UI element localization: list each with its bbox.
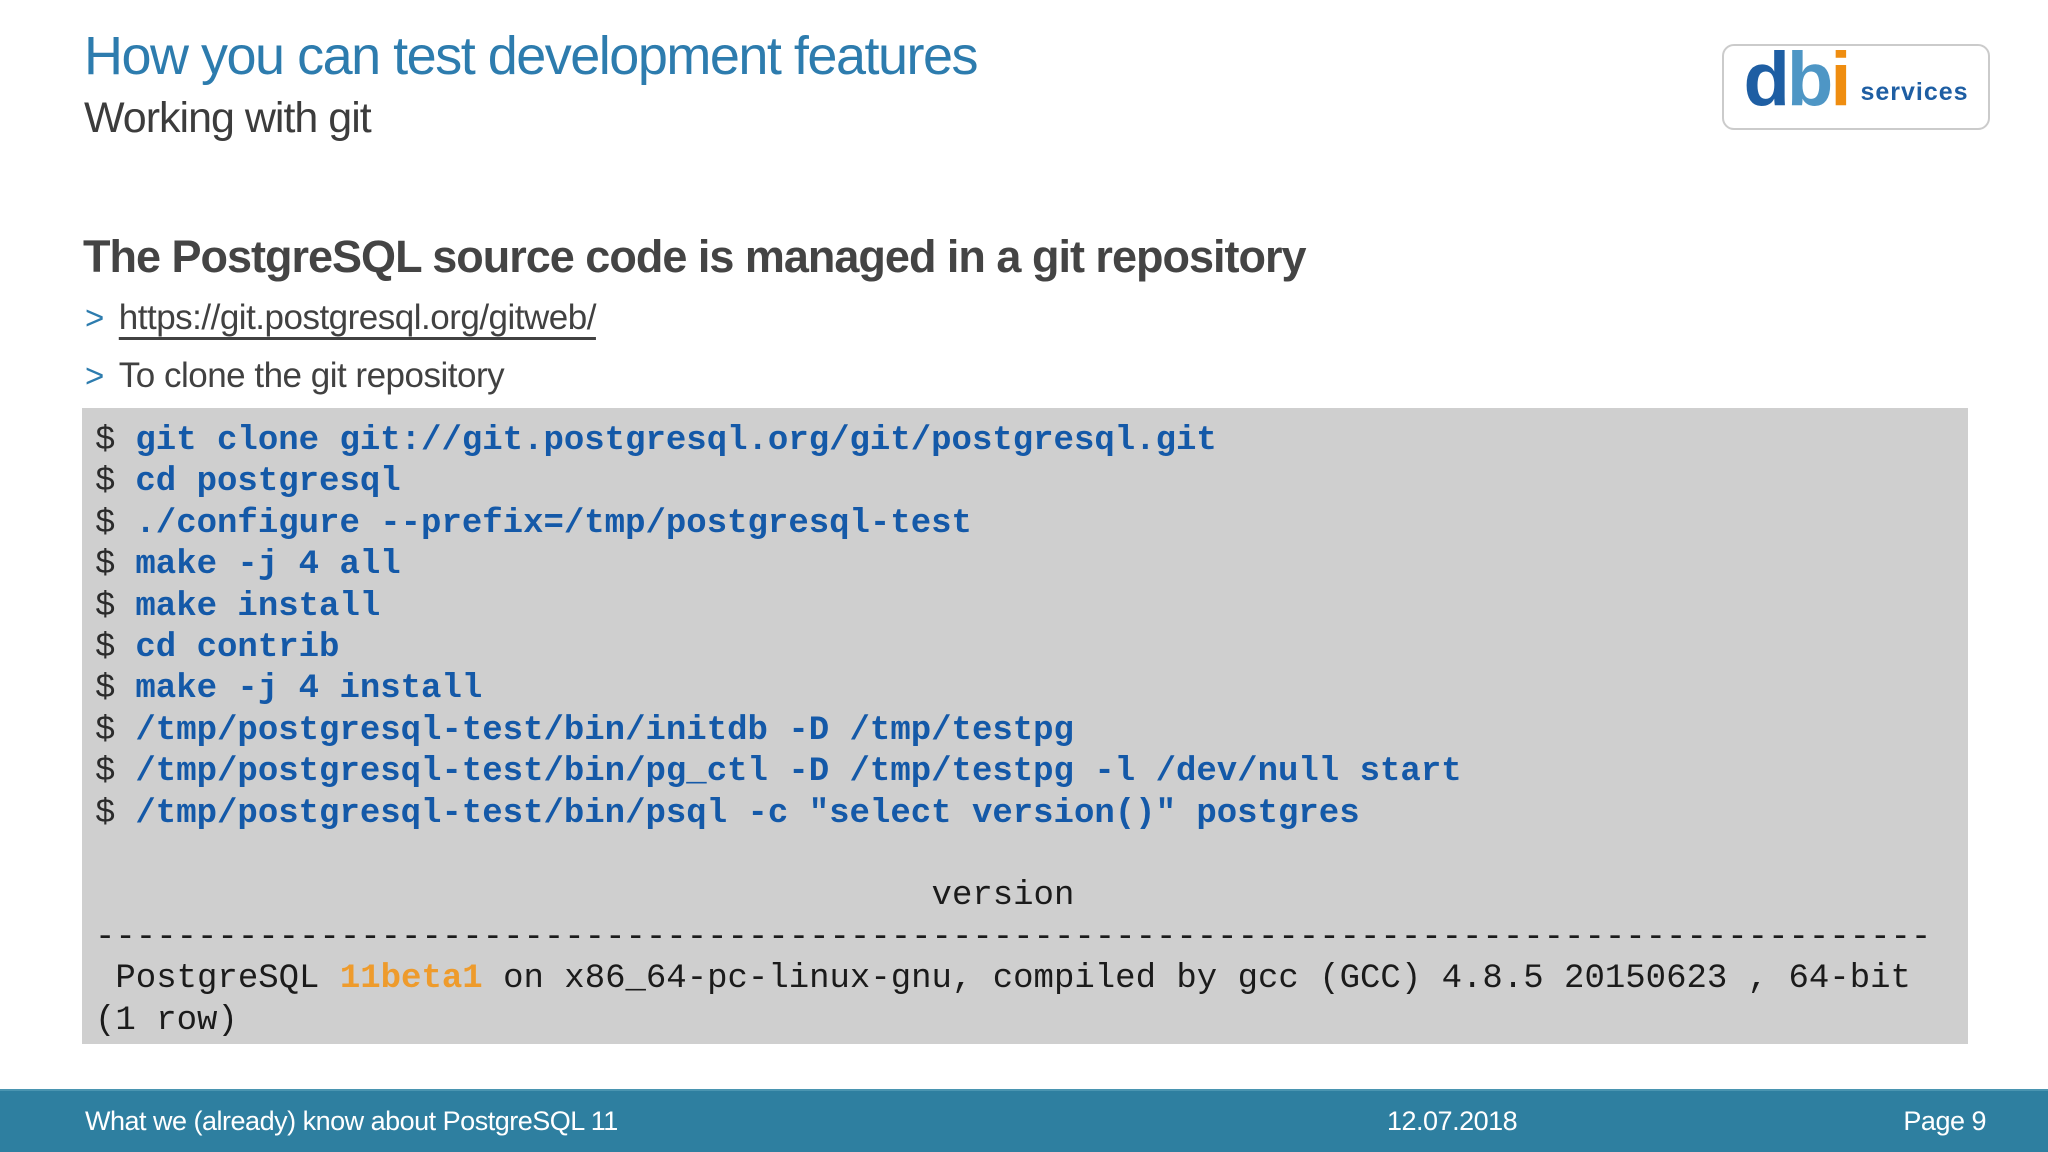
bullet-chevron-icon: >	[85, 357, 104, 394]
logo-letter-d: d	[1743, 37, 1789, 122]
result-version-highlight: 11beta1	[339, 960, 483, 999]
gitweb-link[interactable]: https://git.postgresql.org/gitweb/	[118, 298, 597, 337]
section-heading: The PostgreSQL source code is managed in…	[83, 231, 1306, 282]
command-line: $ ./configure --prefix=/tmp/postgresql-te…	[95, 504, 1960, 545]
output-separator: ----------------------------------------…	[95, 918, 1932, 957]
bullet-text: To clone the git repository	[118, 356, 505, 395]
command-line: $ /tmp/postgresql-test/bin/initdb -D /tmp…	[95, 711, 1960, 752]
command-text: cd postgresql	[135, 463, 401, 502]
footer-presentation-title: What we (already) know about PostgreSQL …	[85, 1106, 618, 1136]
slide-title: How you can test development features	[84, 26, 979, 86]
footer-page-number: Page 9	[1903, 1106, 1986, 1136]
command-text: git clone git://git.postgresql.org/git/p…	[135, 422, 1217, 460]
footer-date: 12.07.2018	[1387, 1106, 1518, 1136]
command-line: $ make -j 4 all	[95, 545, 1960, 586]
logo-letter-i: i	[1830, 37, 1851, 122]
command-text: ./configure --prefix=/tmp/postgresql-tes…	[135, 504, 972, 543]
command-line: $ /tmp/postgresql-test/bin/psql -c "selec…	[95, 794, 1960, 835]
shell-prompt: $	[95, 753, 116, 792]
command-line: $ git clone git://git.postgresql.org/git/…	[95, 421, 1960, 462]
command-text: make install	[135, 587, 381, 626]
shell-prompt: $	[95, 546, 116, 585]
logo-dbi-wordmark: dbi	[1743, 42, 1851, 118]
dbi-services-logo: dbi services	[1722, 42, 1990, 130]
output-version-header: version	[95, 877, 1075, 916]
terminal-code-block: $ git clone git://git.postgresql.org/git/…	[82, 408, 1968, 1044]
command-text: make -j 4 install	[135, 670, 483, 709]
shell-prompt: $	[95, 587, 116, 626]
shell-prompt: $	[95, 711, 116, 750]
shell-prompt: $	[95, 794, 116, 833]
slide-subtitle: Working with git	[84, 94, 372, 142]
command-line: $ cd contrib	[95, 628, 1960, 669]
bullet-chevron-icon: >	[85, 299, 104, 336]
bullet-git-url: > https://git.postgresql.org/gitweb/	[85, 297, 596, 339]
command-text: /tmp/postgresql-test/bin/psql -c "select…	[135, 794, 1360, 833]
output-row-count: (1 row)	[95, 1001, 238, 1040]
command-line: $ /tmp/postgresql-test/bin/pg_ctl -D /tmp…	[95, 752, 1960, 793]
output-result-line: PostgreSQL 11beta1 on x86_64-pc-linux-gn…	[95, 959, 1960, 1000]
logo-letter-b: b	[1786, 37, 1833, 122]
shell-prompt: $	[95, 629, 116, 668]
command-line: $ make -j 4 install	[95, 669, 1960, 710]
result-prefix: PostgreSQL	[95, 960, 340, 999]
result-suffix: on x86_64-pc-linux-gnu, compiled by gcc …	[482, 960, 1911, 999]
command-text: make -j 4 all	[135, 546, 401, 585]
command-text: /tmp/postgresql-test/bin/pg_ctl -D /tmp/…	[135, 753, 1462, 792]
bullet-clone-repo: > To clone the git repository	[85, 355, 505, 397]
footer-bar: What we (already) know about PostgreSQL …	[0, 1089, 2048, 1152]
command-text: cd contrib	[135, 629, 340, 668]
shell-prompt: $	[95, 463, 116, 502]
shell-prompt: $	[95, 670, 116, 709]
blank-line	[95, 835, 1960, 876]
command-text: /tmp/postgresql-test/bin/initdb -D /tmp/…	[135, 711, 1074, 750]
shell-prompt: $	[95, 504, 116, 543]
command-line: $ make install	[95, 587, 1960, 628]
command-line: $ cd postgresql	[95, 462, 1960, 503]
shell-prompt: $	[95, 422, 116, 460]
logo-services-label: services	[1860, 77, 1969, 106]
